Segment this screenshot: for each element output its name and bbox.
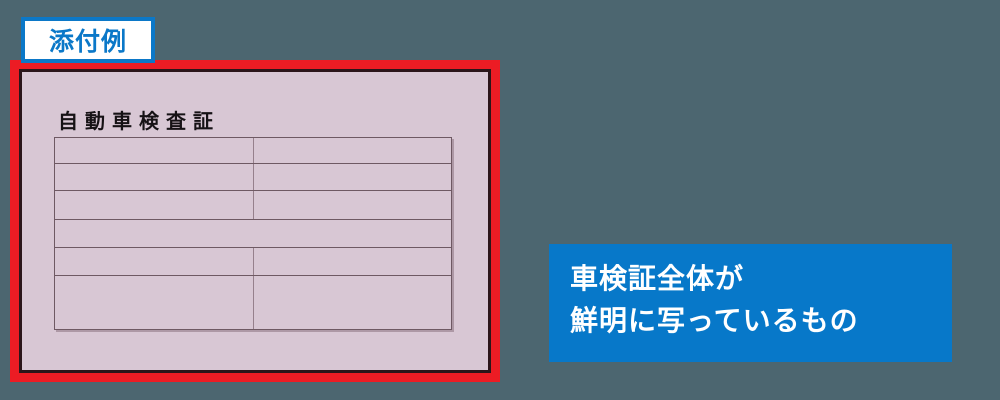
table-cell [254,276,451,329]
table-cell [55,276,254,329]
table-cell [254,138,451,163]
table-cell [254,248,451,275]
certificate-highlight-frame: 自動車検査証 [10,60,500,382]
table-row [55,276,451,329]
vehicle-inspection-certificate-card: 自動車検査証 [19,69,491,373]
certificate-table [54,137,452,330]
table-cell [55,138,254,163]
table-cell [254,191,451,219]
table-cell [55,248,254,275]
instruction-note-line-1: 車検証全体が [570,263,745,294]
table-cell [55,191,254,219]
table-row [55,191,451,220]
table-row [55,164,451,191]
certificate-title: 自動車検査証 [58,109,220,133]
instruction-note-line-2: 鮮明に写っているもの [570,305,859,336]
table-row [55,248,451,276]
table-row [55,220,451,248]
table-cell [254,164,451,190]
instruction-note-box: 車検証全体が 鮮明に写っているもの [549,244,952,362]
table-cell [55,220,451,247]
attachment-example-label: 添付例 [48,28,127,56]
table-row [55,138,451,164]
attachment-example-badge: 添付例 [21,17,155,63]
table-cell [55,164,254,190]
